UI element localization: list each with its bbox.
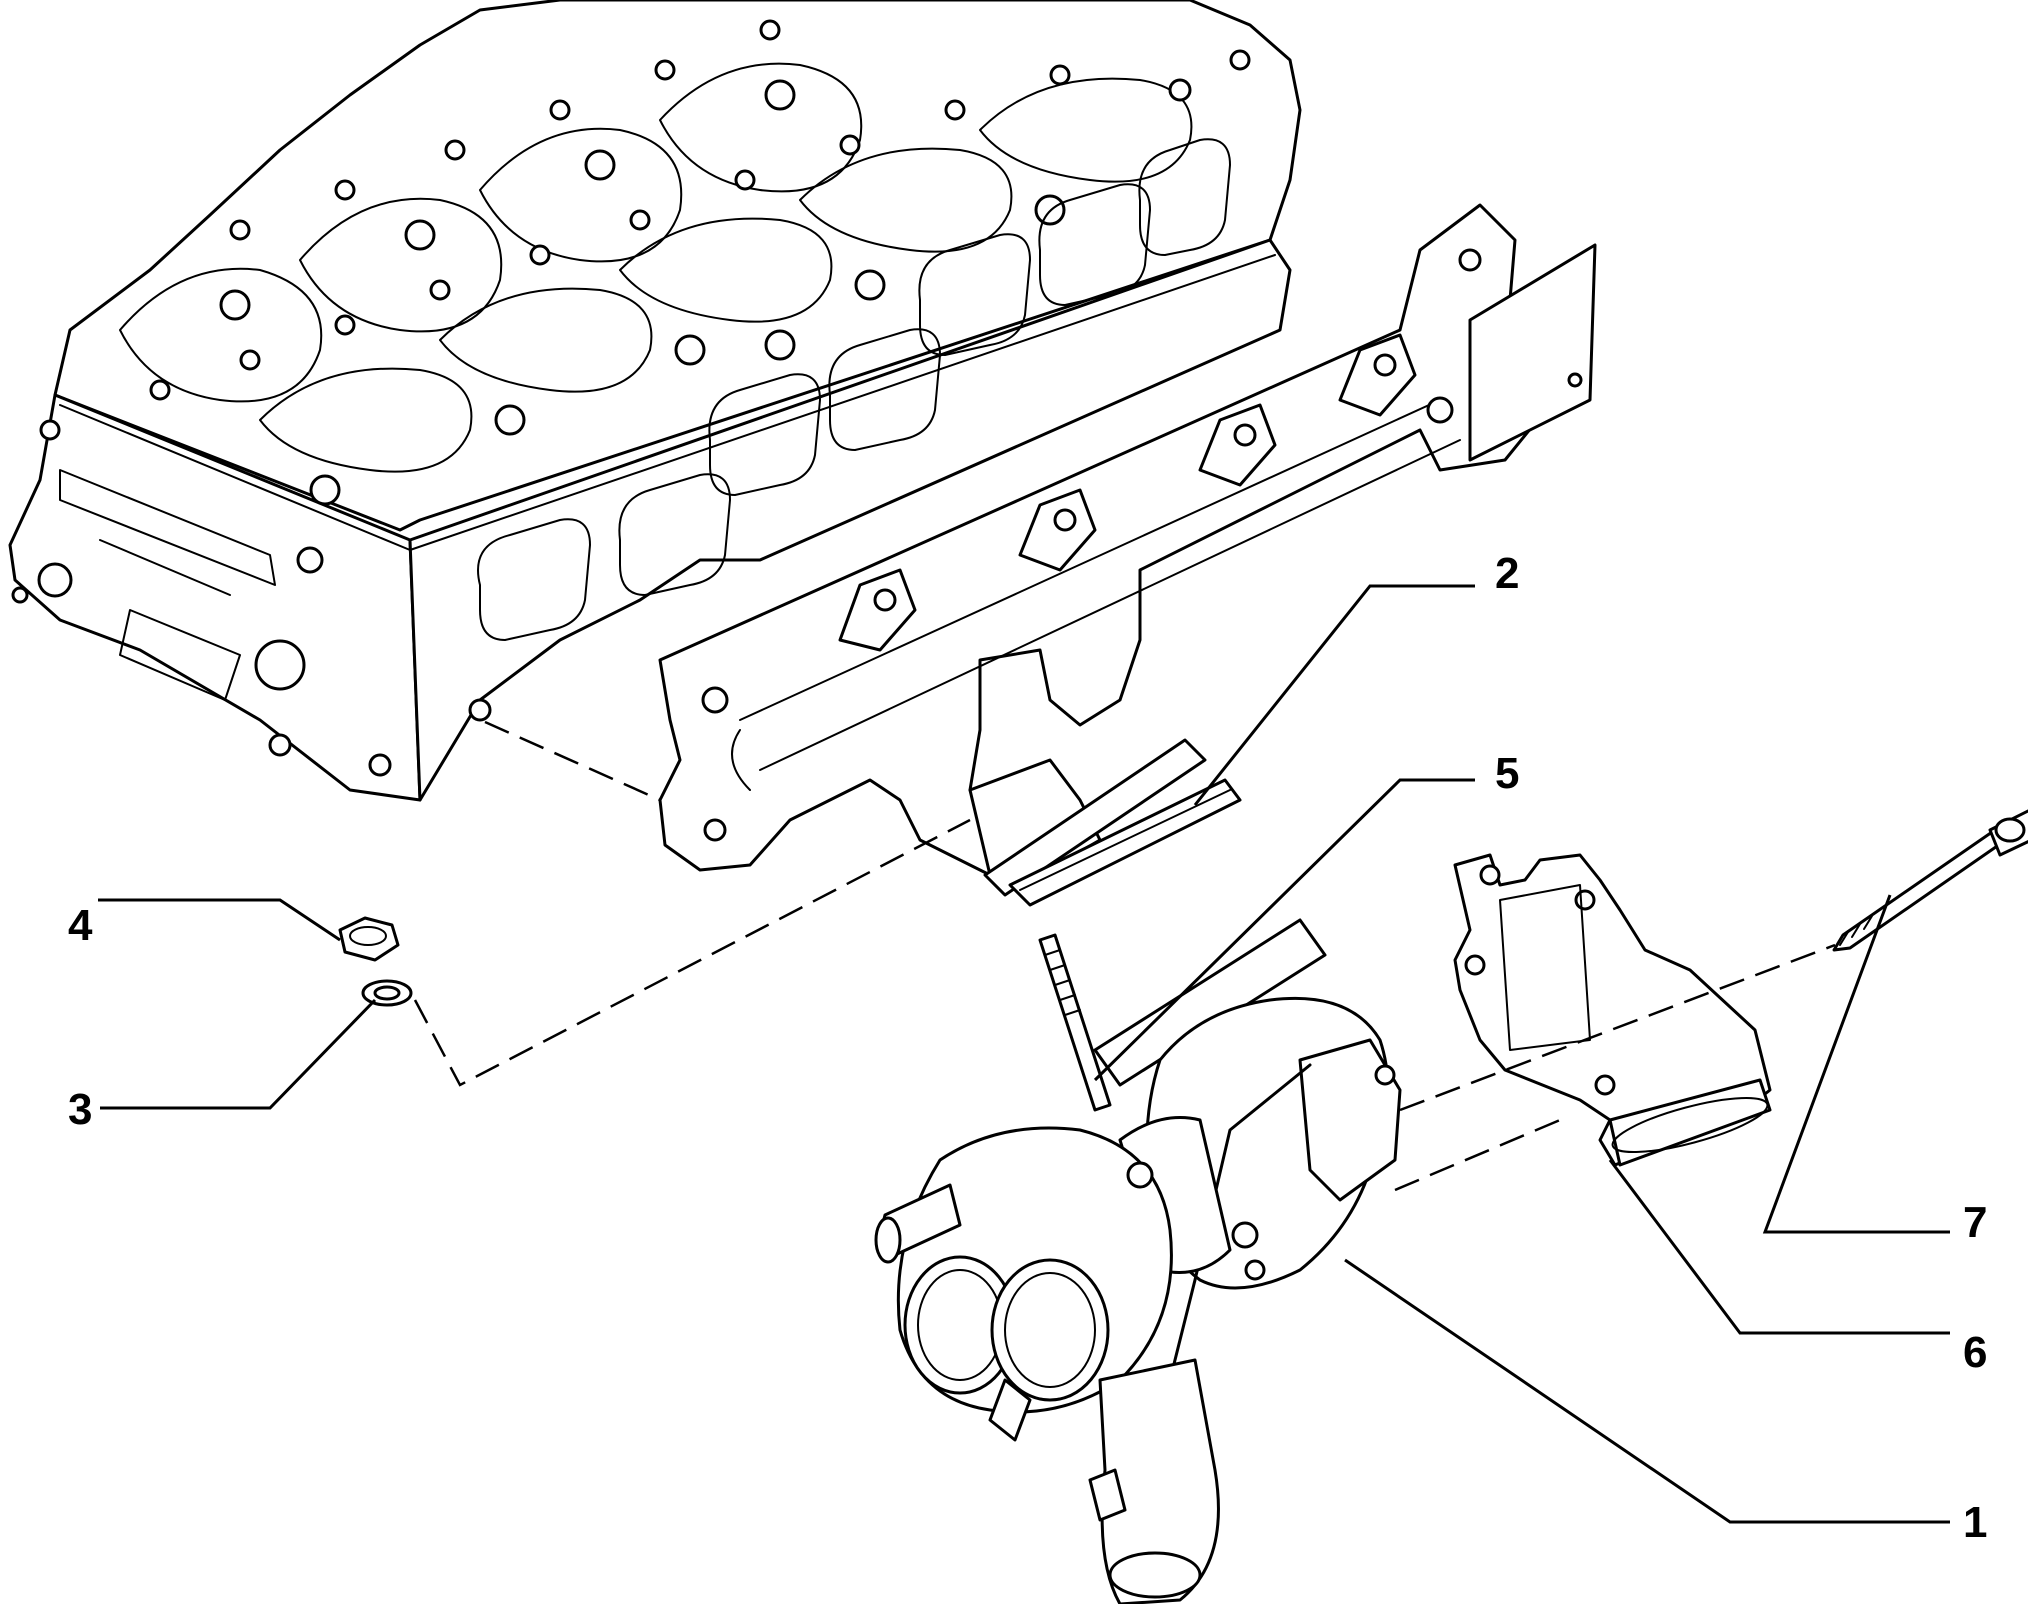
turbocharger (874, 918, 1402, 1604)
callout-6: 6 (1963, 1328, 1987, 1377)
callout-1: 1 (1963, 1498, 1987, 1547)
bolt (1832, 809, 2028, 952)
stud (1038, 933, 1112, 1112)
callouts: 1 2 3 4 5 6 7 (68, 549, 1987, 1547)
leader-line-5 (1093, 778, 1475, 1082)
leader-line-1 (1344, 1258, 1950, 1524)
cylinder-head (8, 0, 1302, 802)
callout-5: 5 (1495, 749, 1519, 798)
washer (361, 979, 413, 1007)
assembly-lines (413, 720, 1836, 1192)
leader-line-4 (98, 898, 341, 942)
leader-line-2 (1193, 584, 1475, 806)
callout-2: 2 (1495, 549, 1519, 598)
callout-7: 7 (1963, 1198, 1987, 1247)
callout-3: 3 (68, 1085, 92, 1134)
gasket (1008, 778, 1242, 907)
exhaust-elbow (1453, 853, 1772, 1167)
leader-line-6 (1608, 1159, 1950, 1335)
leader-line-7 (1762, 894, 1950, 1234)
callout-4: 4 (68, 901, 93, 950)
leader-line-3 (100, 998, 377, 1110)
exhaust-manifold (658, 203, 1597, 897)
leader-lines (98, 584, 1950, 1524)
nut (338, 916, 400, 962)
